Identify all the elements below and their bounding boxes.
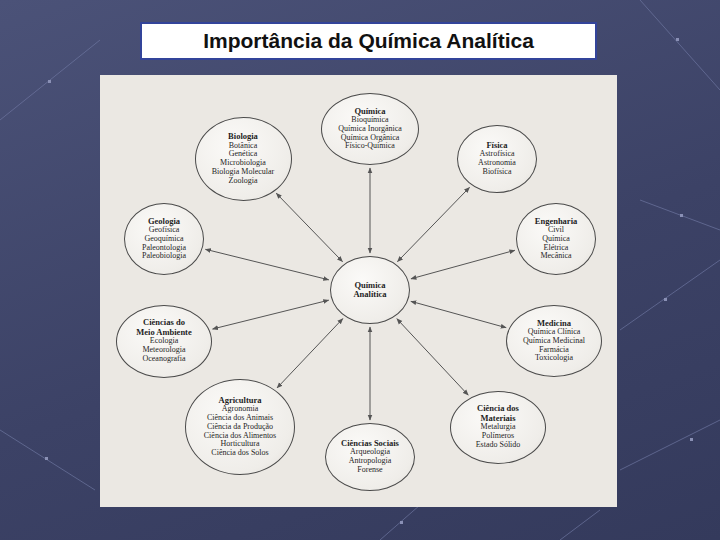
circle-text: Ciências do Meio AmbienteEcologiaMeteoro… (133, 318, 195, 363)
field-circle: Ciências SociaisArqueologiaAntropologiaF… (325, 423, 415, 491)
circle-text: MedicinaQuímica ClínicaQuímica Medicinal… (523, 319, 585, 364)
subfield-item: Ciência dos Solos (204, 449, 276, 458)
double-arrow (213, 300, 329, 329)
subfield-item: Astrofísica (478, 150, 516, 159)
double-arrow (398, 187, 470, 261)
circle-text: Química Analítica (345, 281, 395, 300)
field-heading: Agricultura (204, 396, 276, 405)
subfield-item: Toxicologia (523, 354, 585, 363)
subfield-item: Estado Sólido (467, 441, 529, 450)
circle-text: GeologiaGeofísicaGeoquímicaPaleontologia… (142, 217, 186, 262)
field-heading: Ciência dos Materiais (467, 404, 529, 423)
subfield-item: Horticultura (204, 440, 276, 449)
subfield-item: Paleobiologia (142, 252, 186, 261)
subfield-item: Microbiologia (212, 159, 274, 168)
subfield-item: Geofísica (142, 226, 186, 235)
subfield-item: Físico-Química (338, 142, 402, 151)
subfield-item: Química Orgânica (338, 134, 402, 143)
field-circle: BiologiaBotânicaGenéticaMicrobiologiaBio… (195, 117, 292, 201)
field-heading: Química Analítica (345, 281, 395, 300)
subfield-item: Paleontologia (142, 244, 186, 253)
subfield-item: Oceanografia (133, 355, 195, 364)
subfield-item: Geoquímica (142, 235, 186, 244)
field-circle: MedicinaQuímica ClínicaQuímica Medicinal… (506, 305, 602, 377)
subfield-item: Astronomia (478, 159, 516, 168)
double-arrow (206, 249, 329, 279)
circle-text: FísicaAstrofísicaAstronomiaBiofísica (478, 141, 516, 177)
field-circle: EngenhariaCivilQuímicaElétricaMecânica (516, 203, 596, 275)
subfield-item: Biologia Molecular (212, 168, 274, 177)
subfield-item: Civil (535, 226, 578, 235)
subfield-item: Zoologia (212, 177, 274, 186)
double-arrow (370, 168, 371, 253)
subfield-item: Meteorologia (133, 346, 195, 355)
field-circle: Ciência dos MateriaisMetalurgiaPolímeros… (450, 391, 546, 464)
field-circle: AgriculturaAgronomiaCiência dos AnimaisC… (185, 379, 295, 475)
subfield-item: Química (535, 235, 578, 244)
circle-text: EngenhariaCivilQuímicaElétricaMecânica (535, 217, 578, 262)
field-heading: Geologia (142, 217, 186, 226)
subfield-item: Mecânica (535, 252, 578, 261)
central-circle: Química Analítica (330, 256, 410, 324)
subfield-item: Ecologia (133, 337, 195, 346)
circle-text: AgriculturaAgronomiaCiência dos AnimaisC… (204, 396, 276, 458)
field-circle: GeologiaGeofísicaGeoquímicaPaleontologia… (124, 203, 204, 275)
figure-panel: QuímicaBioquímicaQuímica InorgânicaQuími… (100, 75, 617, 507)
field-circle: QuímicaBioquímicaQuímica InorgânicaQuími… (321, 93, 419, 165)
subfield-item: Botânica (212, 142, 274, 151)
double-arrow (411, 301, 506, 327)
field-heading: Ciências do Meio Ambiente (133, 318, 195, 337)
double-arrow (397, 319, 468, 395)
slide-title: Importância da Química Analítica (203, 29, 534, 53)
subfield-item: Agronomia (204, 405, 276, 414)
field-circle: Ciências do Meio AmbienteEcologiaMeteoro… (116, 305, 212, 378)
field-heading: Ciências Sociais (341, 439, 399, 448)
subfield-item: Forense (341, 466, 399, 475)
field-heading: Engenharia (535, 217, 578, 226)
field-heading: Medicina (523, 319, 585, 328)
subfield-item: Bioquímica (338, 116, 402, 125)
subfield-item: Farmácia (523, 346, 585, 355)
double-arrow (411, 250, 515, 278)
subfield-item: Metalurgia (467, 423, 529, 432)
subfield-item: Ciência dos Alimentos (204, 432, 276, 441)
subfield-item: Genética (212, 150, 274, 159)
subfield-item: Ciência da Produção (204, 423, 276, 432)
subfield-item: Química Clínica (523, 328, 585, 337)
title-box: Importância da Química Analítica (140, 22, 597, 60)
field-heading: Química (338, 107, 402, 116)
subfield-item: Arqueologia (341, 448, 399, 457)
double-arrow (370, 327, 371, 420)
double-arrow (276, 193, 342, 261)
field-heading: Biologia (212, 132, 274, 141)
field-circle: FísicaAstrofísicaAstronomiaBiofísica (457, 125, 537, 193)
circle-text: Ciências SociaisArqueologiaAntropologiaF… (341, 439, 399, 475)
field-heading: Física (478, 141, 516, 150)
double-arrow (277, 319, 343, 388)
circle-text: BiologiaBotânicaGenéticaMicrobiologiaBio… (212, 132, 274, 185)
subfield-item: Química Inorgânica (338, 125, 402, 134)
subfield-item: Antropologia (341, 457, 399, 466)
subfield-item: Elétrica (535, 244, 578, 253)
circle-text: QuímicaBioquímicaQuímica InorgânicaQuími… (338, 107, 402, 152)
subfield-item: Ciência dos Animais (204, 414, 276, 423)
subfield-item: Polímeros (467, 432, 529, 441)
circle-text: Ciência dos MateriaisMetalurgiaPolímeros… (467, 404, 529, 449)
subfield-item: Química Medicinal (523, 337, 585, 346)
subfield-item: Biofísica (478, 168, 516, 177)
